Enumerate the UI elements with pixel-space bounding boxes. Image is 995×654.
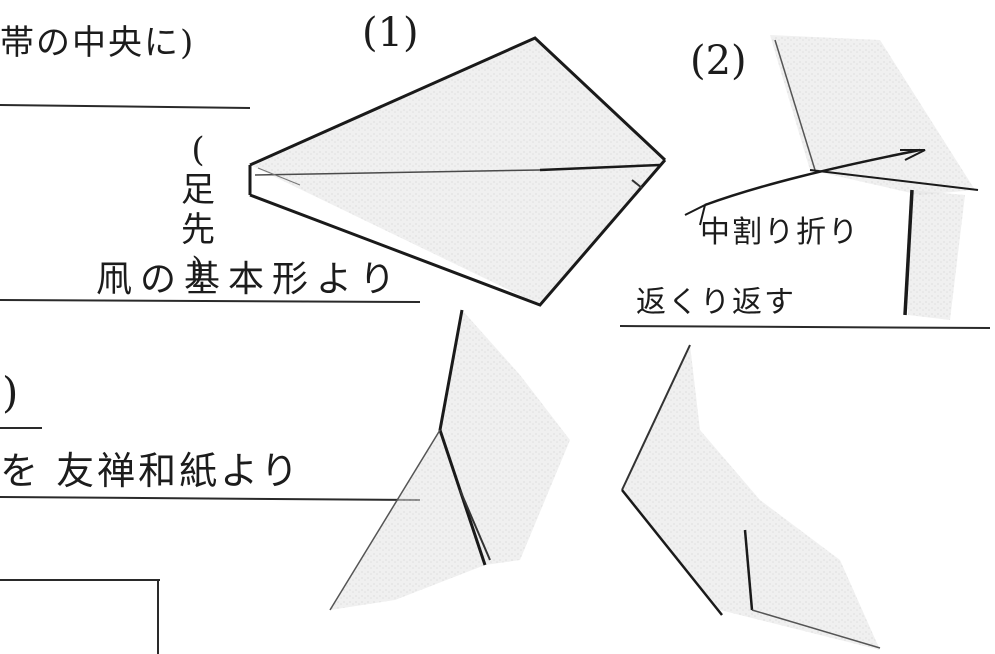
label-top-left: 帯の中央に) (0, 23, 196, 63)
fold-note-underline (0, 496, 421, 501)
kite-base-shape (248, 36, 667, 307)
hanging-figure-left (329, 309, 570, 611)
label-kaeshi: 返くり返す (636, 285, 796, 320)
hanging-figure-right (621, 344, 881, 650)
label-fold-note: を 友禅和紙より (0, 449, 302, 493)
kaeshi-underline (619, 325, 991, 329)
top-label-underline (0, 104, 251, 109)
label-vertical-ashisaki: (足先) (181, 130, 215, 290)
label-paren: ) (2, 368, 19, 417)
step-number-2: (2) (690, 38, 747, 84)
label-base-shape: 凧の基本形より (96, 259, 404, 300)
base-label-underline (0, 299, 421, 303)
label-nakawari: 中割り折り (700, 215, 860, 250)
step-number-1: (1) (362, 10, 419, 56)
step2-folded-figure (684, 35, 979, 320)
